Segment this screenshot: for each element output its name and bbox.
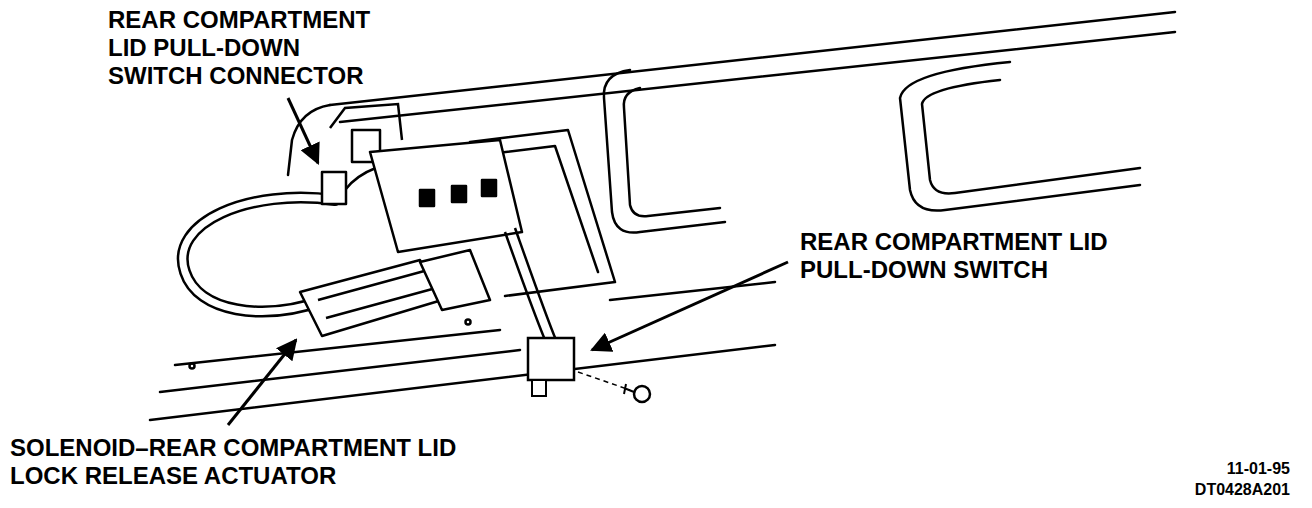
bracket-hole	[420, 190, 434, 206]
part-label: REAR COMPARTMENT LID PULL-DOWN SWITCH	[800, 228, 1112, 284]
panel-opening	[900, 62, 1140, 211]
screw	[634, 386, 650, 402]
switch-connector	[322, 172, 346, 204]
panel-opening	[922, 80, 1140, 193]
leader-arrow	[288, 98, 318, 163]
figure-code: DT0428A201	[1190, 481, 1290, 500]
panel-edge	[330, 12, 1175, 105]
latch	[420, 250, 490, 310]
bracket-hole	[452, 186, 466, 202]
screw-axis	[578, 372, 630, 390]
part-label: SOLENOID–REAR COMPARTMENT LID LOCK RELEA…	[10, 434, 461, 490]
leader-arrow	[592, 262, 788, 350]
panel-opening	[624, 88, 720, 216]
lock-bracket	[370, 140, 522, 252]
panel-hole	[466, 320, 471, 325]
wire	[515, 228, 556, 340]
date-code: 11-01-95	[1222, 460, 1290, 479]
solenoid	[300, 260, 442, 336]
solenoid	[318, 270, 436, 318]
screw-thread	[624, 384, 634, 394]
pull-down-switch	[528, 338, 574, 380]
panel-hole	[190, 364, 195, 369]
leader-arrow	[228, 340, 296, 425]
panel-edge	[150, 345, 775, 420]
panel-edge	[160, 350, 520, 392]
part-label: REAR COMPARTMENT LID PULL-DOWN SWITCH CO…	[108, 6, 375, 90]
panel-edge	[175, 330, 500, 365]
bracket-hole	[482, 180, 496, 196]
panel-opening	[604, 70, 725, 233]
wire	[505, 232, 545, 340]
panel-edge	[610, 282, 775, 300]
switch-tab	[532, 380, 546, 396]
panel-edge	[340, 32, 1175, 122]
